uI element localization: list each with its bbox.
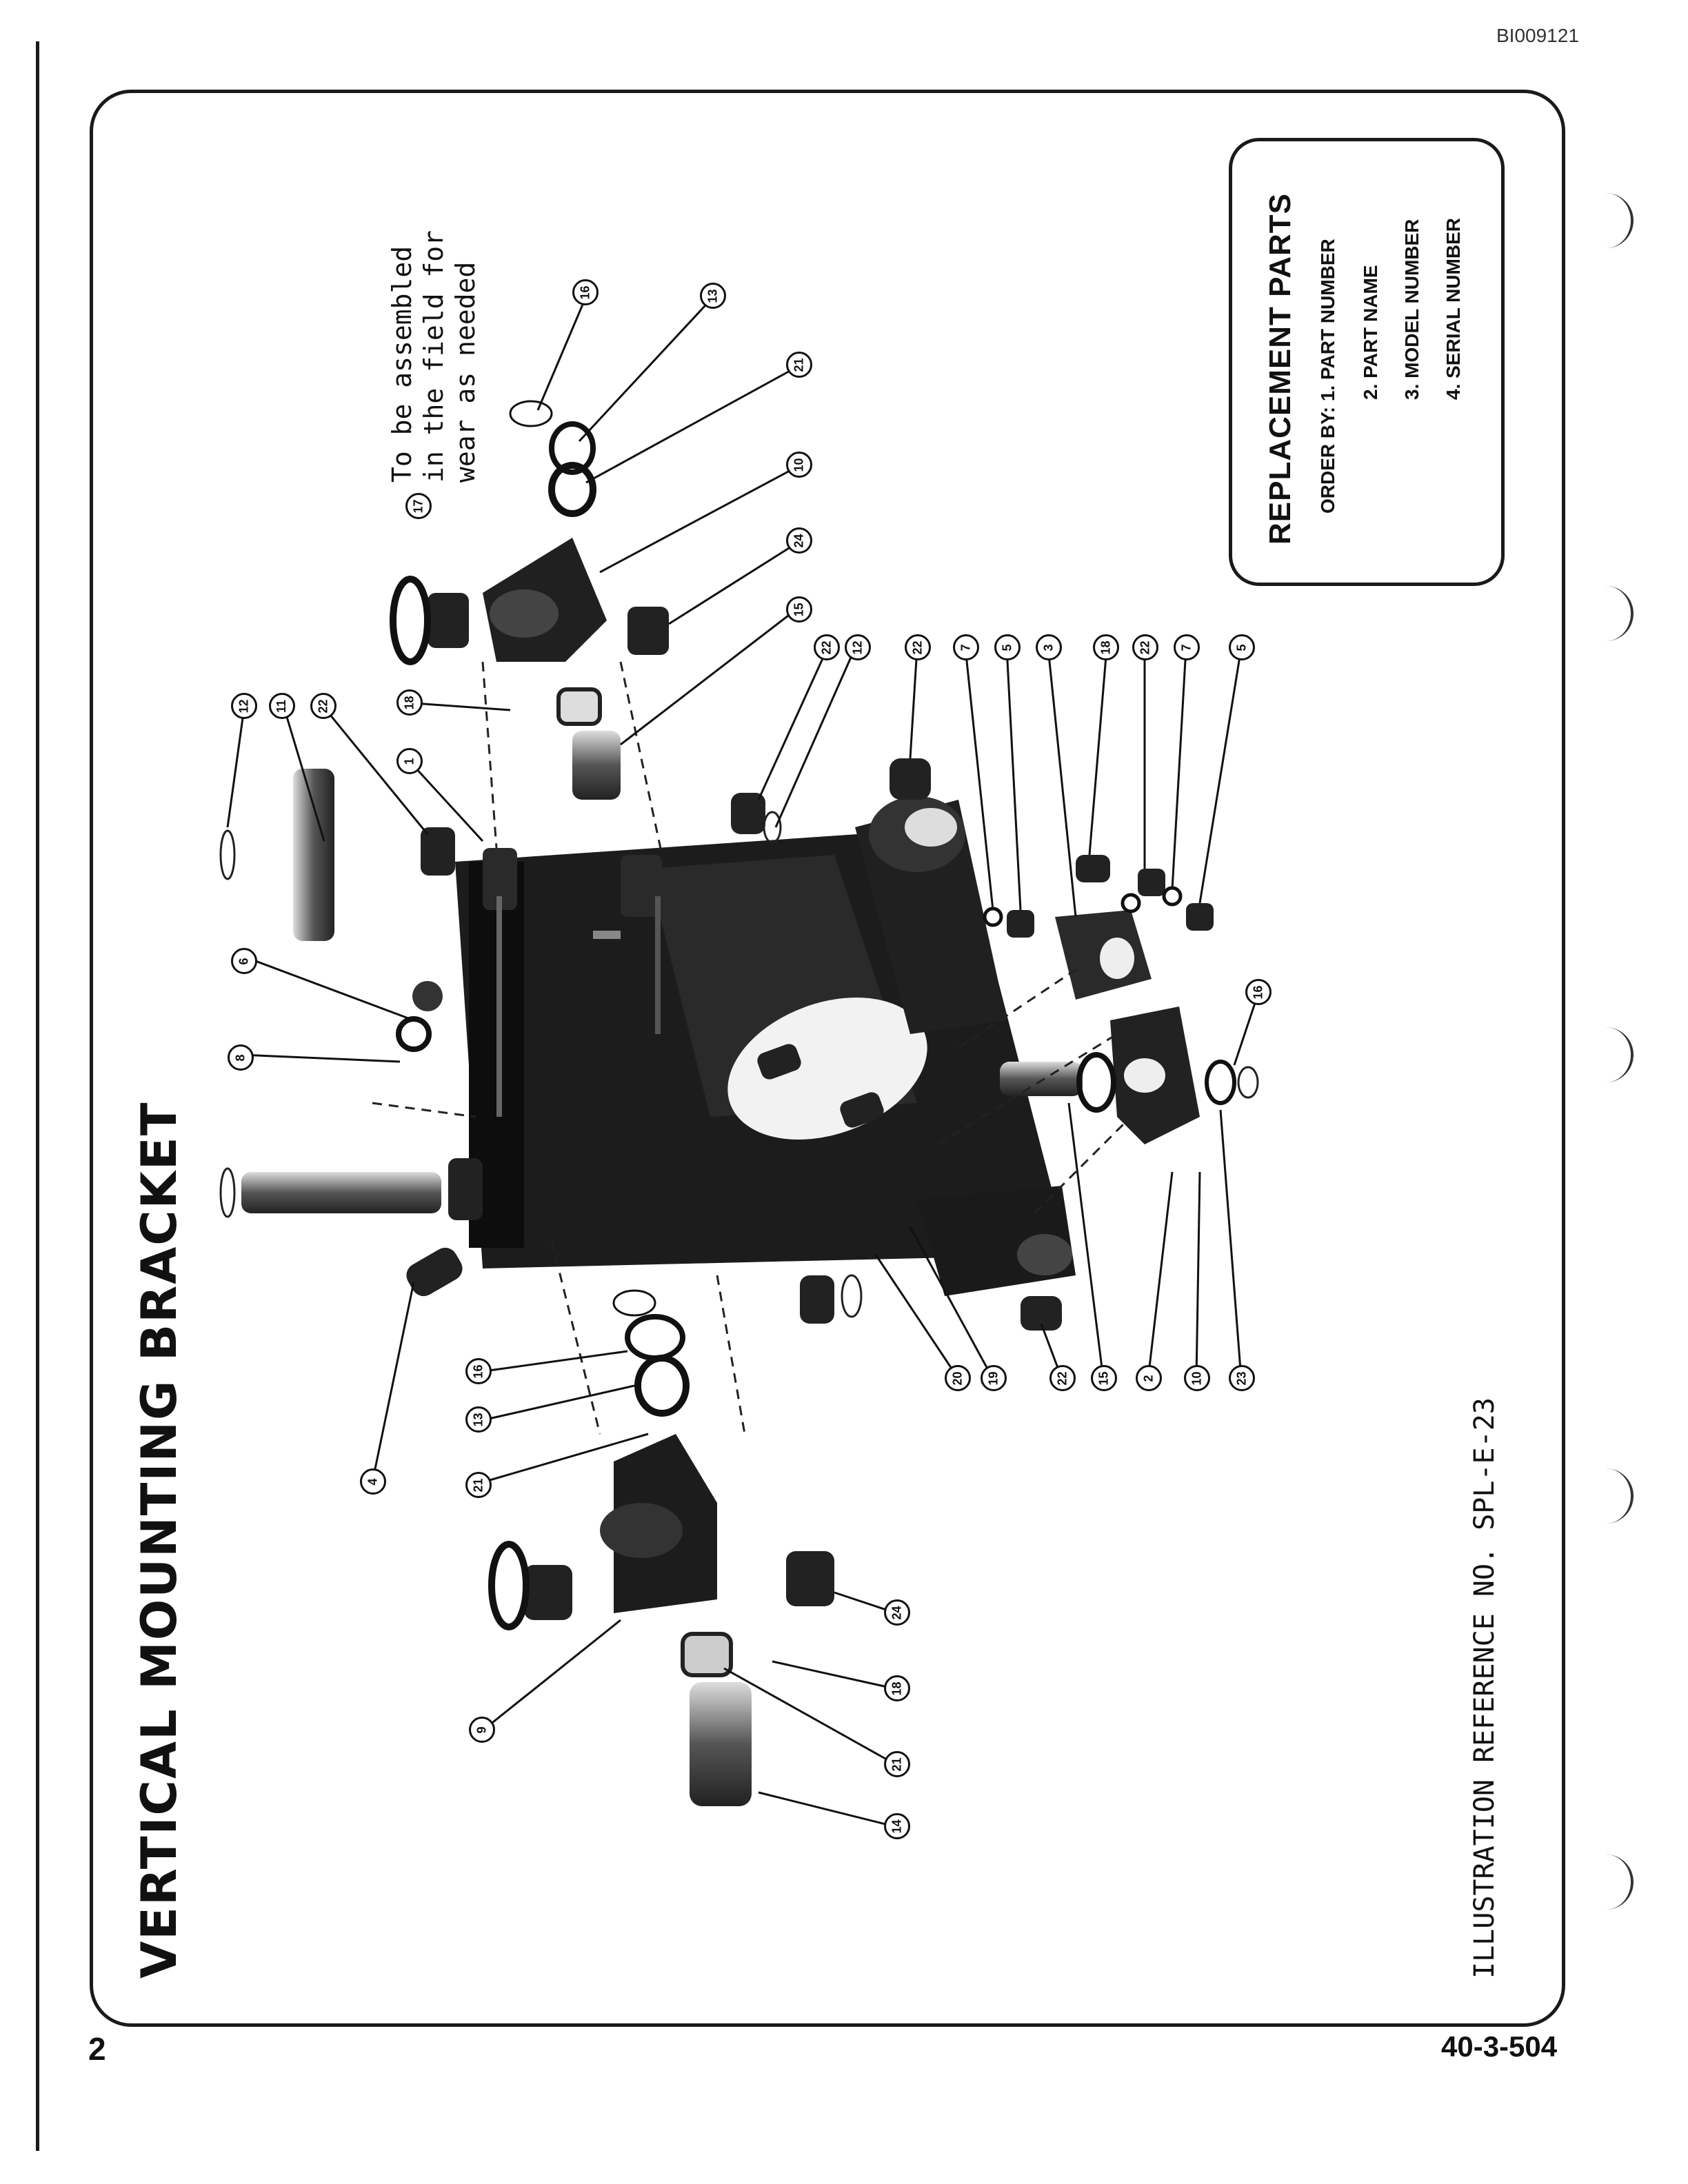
callout-3: 3: [1036, 634, 1062, 660]
callout-22: 22: [1132, 634, 1158, 660]
page-number: 2: [88, 2031, 106, 2067]
replacement-parts-heading: REPLACEMENT PARTS: [1263, 193, 1297, 545]
order-item: 2. PART NAME: [1360, 265, 1381, 401]
callout-19: 19: [981, 1365, 1007, 1391]
callout-14: 14: [884, 1813, 910, 1839]
right-hardware: [731, 758, 1259, 1331]
lower-clevis: [488, 1289, 834, 1806]
callout-1: 1: [396, 748, 423, 774]
callout-24: 24: [786, 527, 812, 554]
order-item: 3. MODEL NUMBER: [1401, 219, 1423, 400]
callout-4: 4: [360, 1468, 386, 1495]
field-note-line: in the field for: [419, 230, 449, 483]
leader-lines: [226, 295, 1260, 1828]
callout-13: 13: [700, 283, 726, 309]
callout-13: 13: [465, 1406, 492, 1433]
callout-7: 7: [1174, 634, 1200, 660]
hole-punch-mark: [1596, 1027, 1634, 1082]
callout-10: 10: [786, 452, 812, 478]
hole-punch-mark: [1596, 1854, 1634, 1910]
upper-clevis: [390, 400, 669, 800]
callout-16: 16: [1245, 979, 1272, 1005]
hole-punch-mark: [1596, 586, 1634, 641]
callout-10: 10: [1184, 1365, 1210, 1391]
callout-17: 17: [405, 493, 432, 519]
bracket-body: [455, 796, 1076, 1296]
callout-16: 16: [465, 1358, 492, 1384]
callout-5: 5: [994, 634, 1021, 660]
callout-2: 2: [1136, 1365, 1162, 1391]
replacement-parts-box: [1229, 138, 1505, 586]
callout-12: 12: [231, 693, 257, 719]
callout-15: 15: [1091, 1365, 1117, 1391]
field-note: To be assembled in the field for wear as…: [386, 230, 481, 483]
callout-24: 24: [884, 1599, 910, 1626]
callout-22: 22: [1049, 1365, 1076, 1391]
illustration-reference: ILLUSTRATION REFERENCE NO. SPL-E-23: [1469, 1397, 1500, 1979]
left-pins: [219, 769, 483, 1297]
callout-15: 15: [786, 596, 812, 623]
callout-5: 5: [1229, 634, 1255, 660]
callout-18: 18: [884, 1675, 910, 1701]
callout-22: 22: [814, 634, 840, 660]
form-number: 40-3-504: [1441, 2030, 1558, 2063]
hole-punch-mark: [1596, 193, 1634, 248]
callout-23: 23: [1229, 1365, 1255, 1391]
order-item: 4. SERIAL NUMBER: [1443, 218, 1464, 400]
page-frame: [90, 90, 1565, 2027]
binding-margin-rule: [36, 41, 39, 2151]
callout-21: 21: [786, 352, 812, 378]
callout-6: 6: [231, 948, 257, 974]
callout-18: 18: [396, 689, 423, 716]
assembly-lines: [372, 661, 1132, 1435]
callout-11: 11: [269, 693, 295, 719]
page-title: VERTICAL MOUNTING BRACKET: [131, 1101, 188, 1979]
callout-22: 22: [905, 634, 931, 660]
hole-punch-mark: [1596, 1468, 1634, 1524]
callout-12: 12: [845, 634, 871, 660]
callout-7: 7: [953, 634, 979, 660]
callout-16: 16: [572, 279, 599, 305]
field-note-line: To be assembled: [387, 245, 417, 483]
callout-18: 18: [1093, 634, 1119, 660]
order-by-line: ORDER BY: 1. PART NUMBER: [1317, 239, 1338, 514]
callout-8: 8: [228, 1044, 254, 1071]
document-id: BI009121: [1496, 25, 1579, 46]
callout-9: 9: [469, 1717, 495, 1743]
callout-22: 22: [310, 693, 336, 719]
field-note-line: wear as needed: [450, 261, 481, 483]
callout-20: 20: [945, 1365, 971, 1391]
callout-21: 21: [465, 1472, 492, 1498]
callout-21: 21: [884, 1751, 910, 1777]
